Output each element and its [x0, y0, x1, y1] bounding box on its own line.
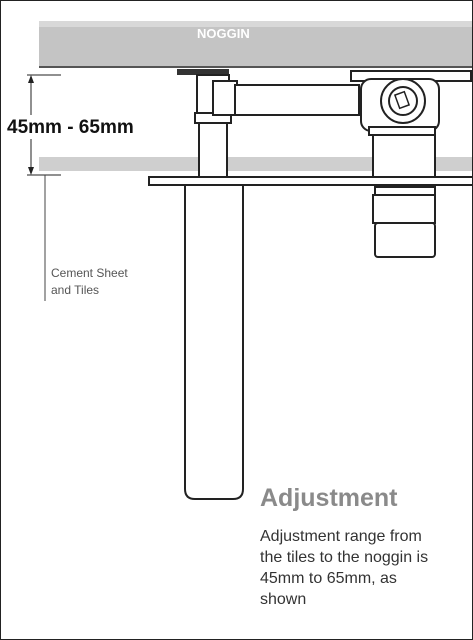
mount-clip [177, 69, 229, 75]
dimension-range-label: 45mm - 65mm [7, 117, 134, 138]
noggin-highlight [39, 21, 472, 27]
dimension-arrow-up [28, 75, 34, 83]
noggin-beam [39, 21, 472, 67]
dimension-arrow-down [28, 167, 34, 175]
cross-pipe [234, 84, 360, 116]
cement-note-line-2: and Tiles [51, 283, 100, 297]
cement-note-line-1: Cement Sheet [51, 266, 128, 280]
valve-sleeve [372, 134, 436, 182]
adjustment-description: Adjustment range from the tiles to the n… [260, 526, 472, 610]
cover-plate [148, 176, 472, 186]
cement-sheet-layer [39, 157, 472, 171]
handle-top [372, 194, 436, 224]
adjustment-line-1: Adjustment range from [260, 528, 422, 545]
elbow-fitting [212, 80, 238, 116]
adjustment-line-4: shown [260, 591, 307, 608]
adjustment-line-2: the tiles to the noggin is [260, 549, 429, 566]
adjustment-line-3: 45mm to 65mm, as [260, 570, 397, 587]
noggin-label: NOGGIN [197, 26, 250, 41]
handle-grip [374, 222, 436, 258]
riser-lower [198, 122, 228, 178]
cement-sheet-note: Cement Sheet and Tiles [51, 265, 161, 299]
adjustment-title: Adjustment [260, 484, 398, 512]
valve-spindle [393, 90, 411, 110]
spout [184, 184, 244, 500]
valve-nut [368, 126, 436, 136]
